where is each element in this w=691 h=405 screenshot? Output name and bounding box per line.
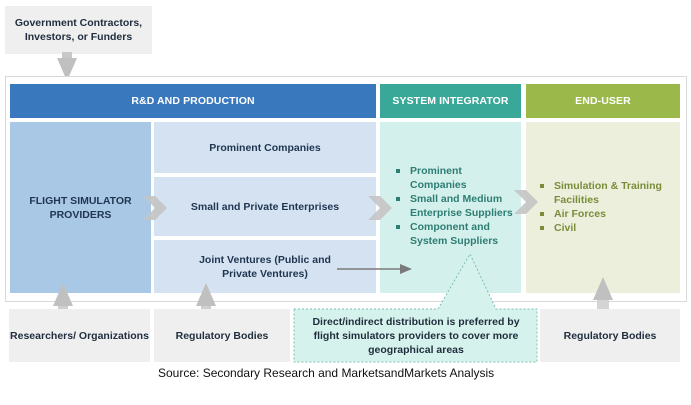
- sub-item-label: Prominent Companies: [209, 141, 321, 154]
- system-integrator-list: Prominent Companies Small and Medium Ent…: [394, 164, 515, 248]
- list-item: Civil: [538, 221, 674, 235]
- end-user-box: Simulation & Training Facilities Air For…: [526, 122, 680, 293]
- up-arrow-icon: [53, 283, 73, 312]
- rd-production-header: R&D AND PRODUCTION: [10, 84, 376, 118]
- callout-shape: [293, 252, 538, 363]
- chevron-right-icon: [514, 190, 538, 214]
- end-user-list: Simulation & Training Facilities Air For…: [538, 179, 674, 235]
- regulatory-bodies-right-box: Regulatory Bodies: [540, 309, 680, 362]
- system-integrator-box: Prominent Companies Small and Medium Ent…: [380, 122, 521, 293]
- chevron-right-icon: [143, 196, 167, 220]
- source-note-text: Source: Secondary Research and Marketsan…: [158, 366, 495, 380]
- funders-box: Government Contractors, Investors, or Fu…: [5, 6, 152, 54]
- end-user-header-label: END-USER: [575, 95, 631, 107]
- chevron-right-icon: [368, 196, 392, 220]
- regulatory-bodies-left-box: Regulatory Bodies: [154, 309, 290, 362]
- researchers-box: Researchers/ Organizations: [9, 309, 150, 362]
- list-item: Small and Medium Enterprise Suppliers: [394, 192, 515, 220]
- sub-item-prominent-companies: Prominent Companies: [154, 122, 376, 173]
- list-item: Prominent Companies: [394, 164, 515, 192]
- list-item: Component and System Suppliers: [394, 220, 515, 248]
- distribution-callout: Direct/indirect distribution is preferre…: [298, 311, 534, 361]
- list-item: Air Forces: [538, 207, 674, 221]
- regulatory-bodies-left-label: Regulatory Bodies: [175, 329, 269, 342]
- flight-simulator-providers-label: FLIGHT SIMULATOR PROVIDERS: [29, 194, 132, 221]
- researchers-label: Researchers/ Organizations: [10, 329, 149, 342]
- system-integrator-header: SYSTEM INTEGRATOR: [380, 84, 521, 118]
- system-integrator-header-label: SYSTEM INTEGRATOR: [392, 95, 509, 107]
- sub-item-label: Joint Ventures (Public and Private Ventu…: [199, 253, 331, 280]
- flight-simulator-providers-box: FLIGHT SIMULATOR PROVIDERS: [10, 122, 151, 293]
- up-arrow-icon: [593, 277, 613, 310]
- down-arrow-icon: [57, 52, 77, 81]
- up-arrow-icon: [196, 283, 216, 312]
- rd-production-header-label: R&D AND PRODUCTION: [131, 95, 255, 107]
- source-note: Source: Secondary Research and Marketsan…: [158, 366, 538, 382]
- sub-item-small-private-enterprises: Small and Private Enterprises: [154, 177, 376, 236]
- list-item: Simulation & Training Facilities: [538, 179, 674, 207]
- regulatory-bodies-right-label: Regulatory Bodies: [563, 329, 657, 342]
- joint-venture-arrow-icon: [337, 264, 412, 274]
- distribution-callout-text: Direct/indirect distribution is preferre…: [312, 316, 520, 356]
- end-user-header: END-USER: [526, 84, 680, 118]
- sub-item-joint-ventures: Joint Ventures (Public and Private Ventu…: [154, 240, 376, 293]
- sub-item-label: Small and Private Enterprises: [190, 200, 340, 213]
- funders-label: Government Contractors, Investors, or Fu…: [14, 17, 143, 43]
